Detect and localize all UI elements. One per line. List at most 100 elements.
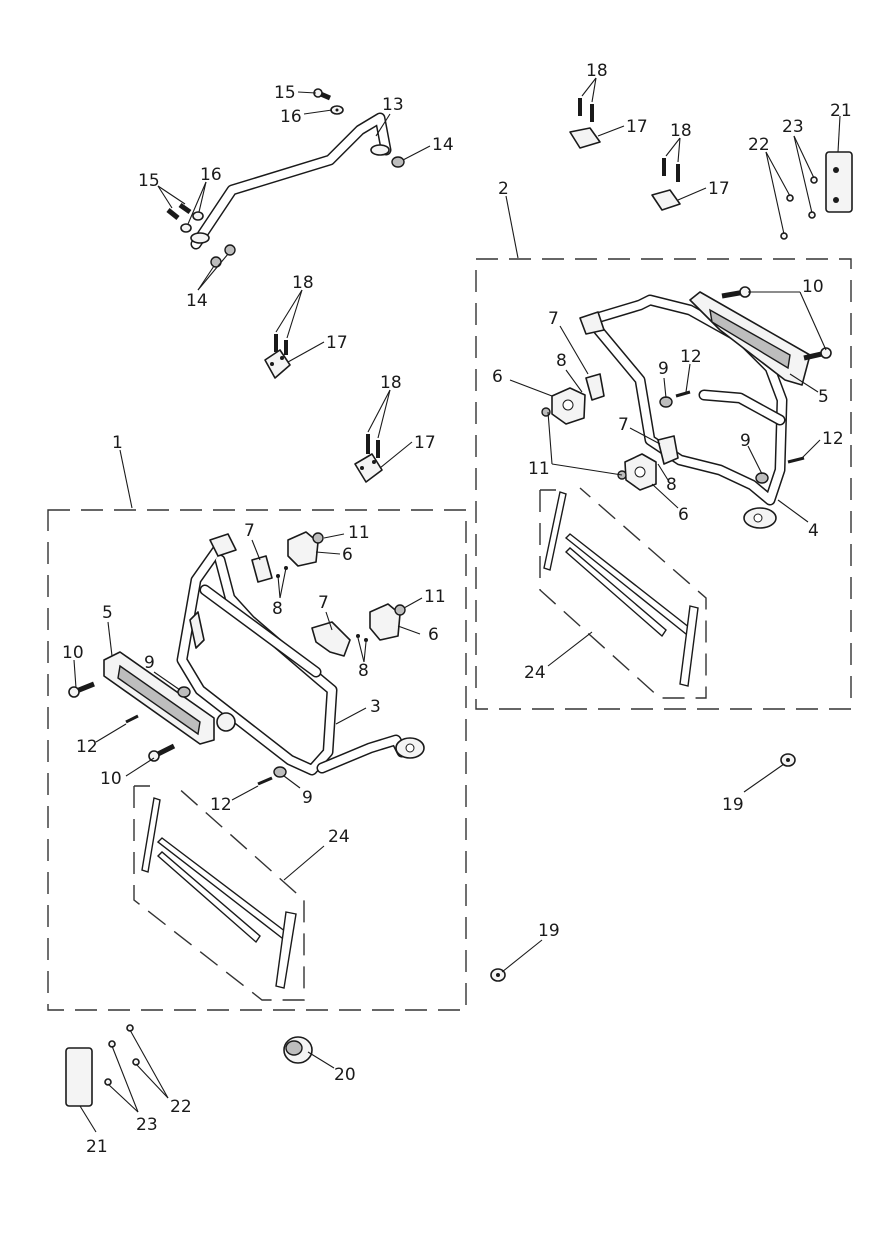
callout-8-left-upper: 8 bbox=[272, 599, 283, 619]
reflector-21-left bbox=[65, 1047, 93, 1107]
callout-11-left-lower: 11 bbox=[424, 587, 446, 607]
callout-17-d: 17 bbox=[708, 179, 730, 199]
callout-22-right: 22 bbox=[748, 135, 770, 155]
callout-11-right: 11 bbox=[528, 459, 550, 479]
washers-16-left bbox=[180, 211, 204, 233]
left-nuts-11 bbox=[312, 532, 406, 616]
callout-18-a: 18 bbox=[292, 273, 314, 293]
bolt-15-top bbox=[313, 88, 331, 101]
callout-18-b: 18 bbox=[380, 373, 402, 393]
right-rail-5 bbox=[689, 291, 811, 386]
nut-14-top bbox=[391, 156, 405, 168]
callout-7-left-lower: 7 bbox=[318, 593, 329, 613]
left-seal-strips-24 bbox=[133, 785, 305, 1001]
callout-15-top: 15 bbox=[274, 83, 296, 103]
callout-20: 20 bbox=[334, 1065, 356, 1085]
callout-18-d: 18 bbox=[670, 121, 692, 141]
bracket-17-c bbox=[569, 98, 601, 149]
callout-17-c: 17 bbox=[626, 117, 648, 137]
callout-10-left-lower: 10 bbox=[100, 769, 122, 789]
callout-8-left-lower: 8 bbox=[358, 661, 369, 681]
callout-12-right-lower: 12 bbox=[822, 429, 844, 449]
callout-3: 3 bbox=[370, 697, 381, 717]
callout-9-right-upper: 9 bbox=[658, 359, 669, 379]
callout-4: 4 bbox=[808, 521, 819, 541]
callout-7-right-upper: 7 bbox=[548, 309, 559, 329]
left-clips-7 bbox=[251, 555, 351, 657]
callout-17-a: 17 bbox=[326, 333, 348, 353]
bracket-17-a bbox=[264, 334, 291, 379]
left-rail-5 bbox=[103, 651, 236, 745]
reflector-21-right bbox=[825, 151, 853, 213]
callout-19-right: 19 bbox=[722, 795, 744, 815]
callout-12-left-upper: 12 bbox=[76, 737, 98, 757]
callout-9-left-lower: 9 bbox=[302, 788, 313, 808]
callout-7-left-upper: 7 bbox=[244, 521, 255, 541]
callout-9-right-lower: 9 bbox=[740, 431, 751, 451]
left-screws-12 bbox=[125, 714, 273, 786]
right-clamp-6-upper bbox=[551, 387, 586, 425]
grommet-19-right bbox=[780, 753, 796, 767]
callout-6-right-upper: 6 bbox=[492, 367, 503, 387]
left-bolts-10 bbox=[68, 681, 176, 762]
callout-12-left-lower: 12 bbox=[210, 795, 232, 815]
callout-24-left: 24 bbox=[328, 827, 350, 847]
callout-6-left-upper: 6 bbox=[342, 545, 353, 565]
grommet-19-left bbox=[490, 968, 506, 982]
left-clamp-6-upper bbox=[287, 531, 319, 567]
callout-labels: 15 16 13 14 15 16 14 18 17 18 17 18 17 1… bbox=[62, 61, 852, 1157]
washer-16-top bbox=[330, 105, 344, 115]
callout-14-top: 14 bbox=[432, 135, 454, 155]
callout-18-c: 18 bbox=[586, 61, 608, 81]
right-screws-12 bbox=[675, 390, 805, 464]
callout-21-left: 21 bbox=[86, 1137, 108, 1157]
callout-22-left: 22 bbox=[170, 1097, 192, 1117]
callout-6-right-lower: 6 bbox=[678, 505, 689, 525]
right-bolts-10 bbox=[721, 286, 832, 361]
callout-14-left: 14 bbox=[186, 291, 208, 311]
callout-7-right-lower: 7 bbox=[618, 415, 629, 435]
right-nut-9 bbox=[659, 396, 769, 484]
callout-9-left-upper: 9 bbox=[144, 653, 155, 673]
bracket-17-d bbox=[651, 158, 681, 211]
left-assembly-frame bbox=[47, 509, 467, 1011]
callout-10-right: 10 bbox=[802, 277, 824, 297]
right-seal-strips-24 bbox=[539, 487, 707, 699]
callout-5-left: 5 bbox=[102, 603, 113, 623]
callout-10-left-upper: 10 bbox=[62, 643, 84, 663]
callout-24-right: 24 bbox=[524, 663, 546, 683]
callout-2: 2 bbox=[498, 179, 509, 199]
left-pannier-frame-3 bbox=[176, 533, 425, 776]
right-clip-7-upper bbox=[585, 373, 605, 401]
callout-15-left: 15 bbox=[138, 171, 160, 191]
nuts-14-left bbox=[210, 244, 236, 268]
right-clamp-6-lower bbox=[624, 453, 657, 491]
right-clip-7-lower bbox=[657, 435, 679, 465]
callout-12-right-upper: 12 bbox=[680, 347, 702, 367]
callout-16-left: 16 bbox=[200, 165, 222, 185]
left-clamp-6-lower bbox=[369, 603, 401, 641]
callout-17-b: 17 bbox=[414, 433, 436, 453]
callout-11-left-upper: 11 bbox=[348, 523, 370, 543]
callout-23-right: 23 bbox=[782, 117, 804, 137]
callout-6-left-lower: 6 bbox=[428, 625, 439, 645]
leader-lines bbox=[73, 77, 841, 1133]
right-assembly-frame bbox=[475, 258, 852, 710]
callout-8-right-lower: 8 bbox=[666, 475, 677, 495]
bump-stop-20 bbox=[283, 1036, 313, 1064]
callout-13: 13 bbox=[382, 95, 404, 115]
callout-5-right: 5 bbox=[818, 387, 829, 407]
bolts-15-left bbox=[166, 202, 192, 220]
bracket-17-b bbox=[354, 434, 383, 483]
callout-23-left: 23 bbox=[136, 1115, 158, 1135]
callout-1: 1 bbox=[112, 433, 123, 453]
callout-21-right: 21 bbox=[830, 101, 852, 121]
callout-8-right-upper: 8 bbox=[556, 351, 567, 371]
rear-carrier-bar bbox=[190, 112, 392, 250]
callout-19-left: 19 bbox=[538, 921, 560, 941]
fasteners-22-23-left bbox=[104, 1024, 140, 1086]
fasteners-22-23-right bbox=[780, 176, 818, 240]
left-nuts-9 bbox=[177, 686, 287, 778]
callout-16-top: 16 bbox=[280, 107, 302, 127]
